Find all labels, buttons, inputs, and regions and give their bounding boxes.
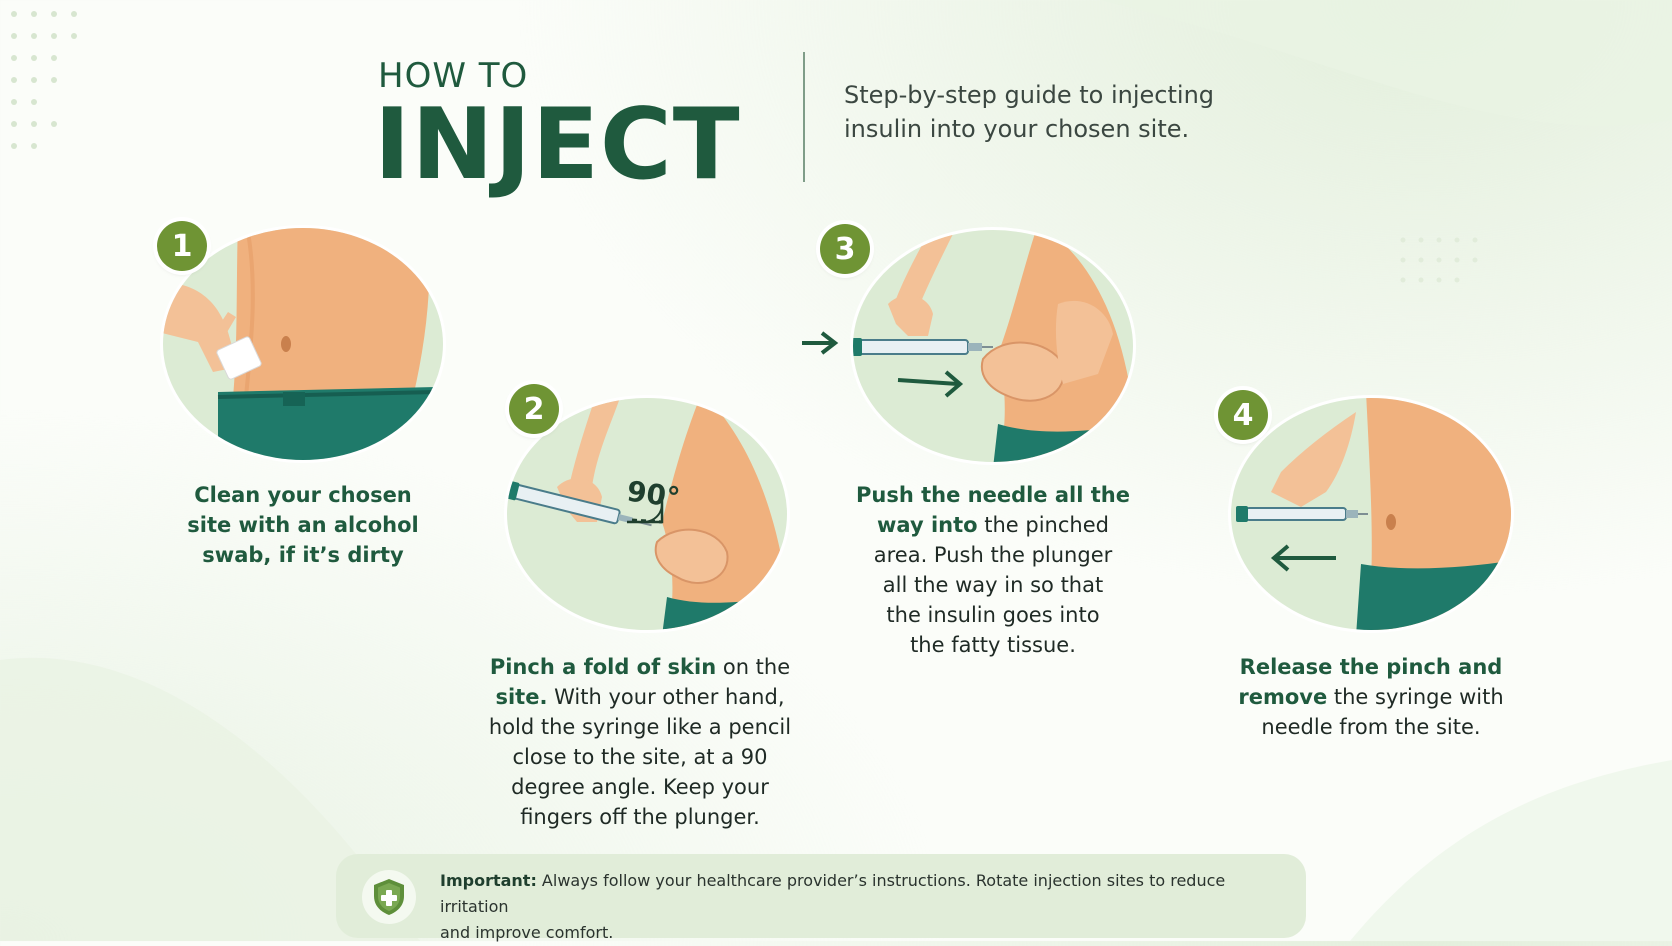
step-1-line-2: site with an alcohol: [187, 513, 419, 537]
step-4-illustration: [1228, 395, 1514, 633]
step-2-line-4: close to the site, at a 90: [512, 745, 768, 769]
important-note: Important: Always follow your healthcare…: [336, 854, 1306, 942]
step-2-line-5: degree angle. Keep your: [511, 775, 769, 799]
step-2-line-3: hold the syringe like a pencil: [488, 715, 792, 739]
step-3-text: Push the needle all the way into the pin…: [838, 480, 1148, 660]
step-2-bold-b: site.: [495, 685, 548, 709]
important-line-1: Always follow your healthcare provider’s…: [440, 871, 1226, 916]
step-2-normal-b: With your other hand,: [547, 685, 785, 709]
step-4-badge: 4: [1218, 390, 1268, 440]
header-divider: [803, 52, 805, 182]
shield-plus-icon: [362, 870, 416, 924]
step-4-text: Release the pinch and remove the syringe…: [1206, 652, 1536, 742]
step-4-bold-b: remove: [1238, 685, 1328, 709]
step-4-line-3: needle from the site.: [1261, 715, 1481, 739]
important-label: Important:: [440, 871, 537, 890]
subtitle-line-1: Step-by-step guide to injecting: [844, 81, 1215, 109]
step-3-line-4: all the way in so that: [882, 573, 1104, 597]
step-3-side-arrow: [802, 331, 839, 355]
important-text: Important: Always follow your healthcare…: [440, 868, 1280, 946]
important-line-2: and improve comfort.: [440, 923, 614, 942]
step-1-line-1: Clean your chosen: [194, 483, 412, 507]
step-1-text: Clean your chosen site with an alcohol s…: [158, 480, 448, 570]
step-3-line-6: the fatty tissue.: [910, 633, 1076, 657]
step-2-badge: 2: [509, 384, 559, 434]
step-2-normal-a: on the: [716, 655, 791, 679]
step-3-line-3: area. Push the plunger: [873, 543, 1113, 567]
step-1-line-3: swab, if it’s dirty: [202, 543, 404, 567]
step-3-illustration: [850, 227, 1136, 465]
step-1-badge: 1: [157, 221, 207, 271]
step-3-line-5: the insulin goes into: [886, 603, 1100, 627]
subtitle: Step-by-step guide to injecting insulin …: [844, 78, 1264, 146]
dot-pattern-right: [1400, 237, 1478, 283]
step-4-bold-a: Release the pinch and: [1239, 655, 1503, 679]
step-1-illustration: [160, 225, 446, 463]
step-3-badge: 3: [820, 224, 870, 274]
step-3-bold-a: Push the needle all the: [856, 483, 1130, 507]
subtitle-line-2: insulin into your chosen site.: [844, 115, 1190, 143]
step-2-text: Pinch a fold of skin on the site. With y…: [480, 652, 800, 832]
title-inject: INJECT: [374, 88, 741, 202]
title-how-to: HOW TO: [378, 56, 529, 96]
step-4-normal-b: the syringe with: [1327, 685, 1504, 709]
step-2-line-6: fingers off the plunger.: [520, 805, 760, 829]
step-3-bold-b: way into: [877, 513, 978, 537]
step-2-bold-a: Pinch a fold of skin: [489, 655, 717, 679]
step-3-normal-b: the pinched: [977, 513, 1109, 537]
dot-pattern-top-left: [11, 11, 77, 149]
step-2-illustration: [504, 395, 790, 633]
